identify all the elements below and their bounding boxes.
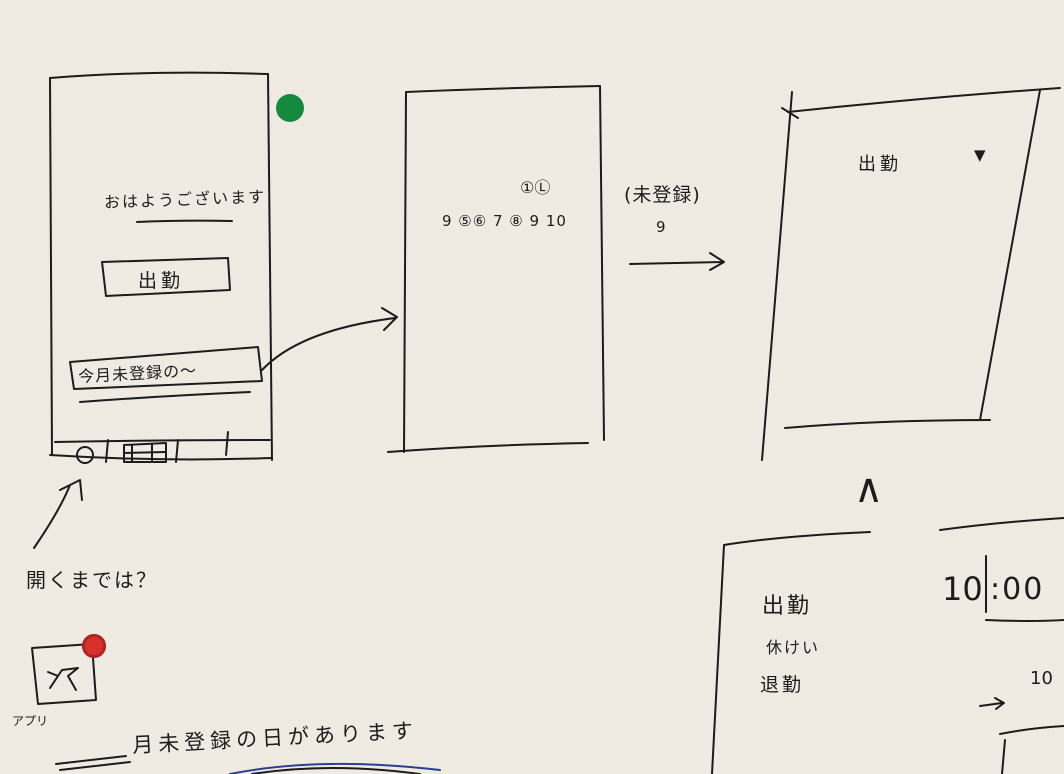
transition-label: (未登録)	[624, 184, 701, 206]
option-break[interactable]: 休けい	[766, 638, 821, 657]
time-minutes[interactable]: :00	[990, 572, 1045, 607]
app-label: アプリ	[12, 714, 49, 728]
strike-through	[55, 755, 131, 771]
calendar-top-marks: ①Ⓛ	[520, 178, 551, 197]
option-clock-out[interactable]: 退勤	[760, 674, 805, 696]
caret-up-icon: ∧	[854, 466, 884, 512]
clock-in-button[interactable]: 出勤	[138, 270, 185, 292]
arrow-to-tab	[33, 479, 83, 549]
app-icon-sketch	[31, 643, 97, 705]
phone-frame	[49, 71, 273, 464]
red-notification-dot	[82, 634, 106, 658]
open-question-note: 開くまでは？	[26, 568, 158, 592]
arrow-to-detail	[629, 252, 725, 271]
attendance-dropdown-label[interactable]: 出勤	[858, 154, 902, 175]
calendar-frame	[387, 85, 605, 453]
transition-sub: 9	[656, 218, 666, 236]
arrow-to-calendar	[261, 307, 398, 371]
green-dot	[276, 94, 304, 122]
options-panel-frame	[711, 517, 1064, 774]
time-small: 10	[1030, 668, 1053, 689]
detail-frame	[761, 87, 1061, 461]
time-hour[interactable]: 10	[942, 570, 983, 608]
calendar-date-row[interactable]: 9 ⑤⑥ 7 ⑧ 9 10	[442, 212, 567, 230]
option-clock-in[interactable]: 出勤	[762, 594, 813, 619]
dropdown-caret-icon[interactable]: ▼	[974, 146, 986, 164]
